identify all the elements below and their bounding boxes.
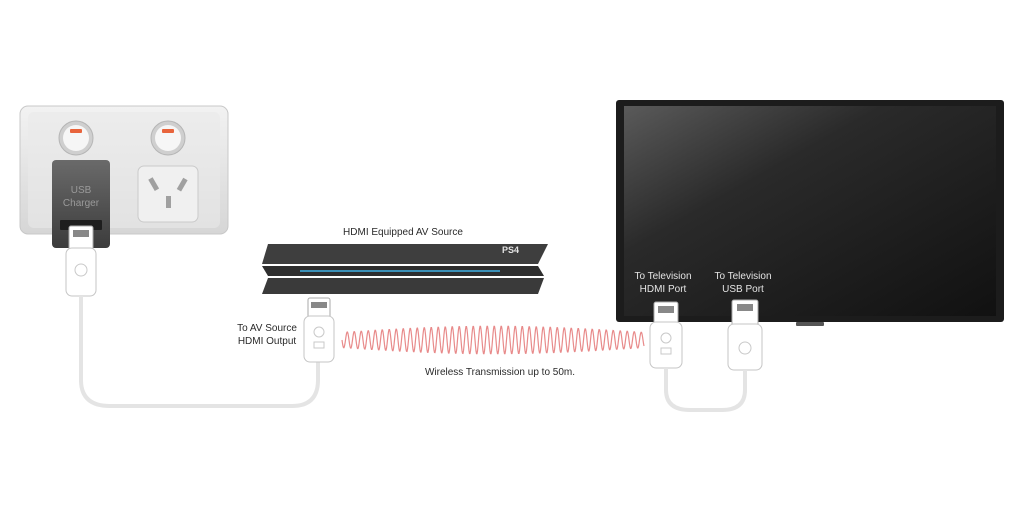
av-source-title: HDMI Equipped AV Source	[343, 227, 463, 238]
av-port-label: To AV Source HDMI Output	[230, 322, 304, 348]
tv-usb-dongle	[727, 299, 763, 371]
tv-usb-label: To Television USB Port	[706, 270, 780, 296]
charger-label-line2: Charger	[62, 198, 100, 209]
wireless-label: Wireless Transmission up to 50m.	[424, 367, 576, 378]
charger-usb-dongle	[65, 225, 97, 297]
tv-hdmi-label-line2: HDMI Port	[639, 284, 687, 295]
charger-label: USB Charger	[56, 184, 106, 210]
av-source-console	[262, 244, 548, 294]
charger-label-line1: USB	[70, 185, 92, 196]
tv-hdmi-label-line1: To Television	[634, 271, 692, 282]
charger-cable	[79, 296, 320, 408]
tv-hdmi-dongle	[649, 301, 683, 369]
television	[616, 100, 1004, 326]
tv-hdmi-label: To Television HDMI Port	[626, 270, 700, 296]
wireless-wave	[341, 325, 645, 355]
av-port-label-line1: To AV Source	[237, 323, 297, 334]
power-switch-left	[58, 120, 94, 156]
tv-dongle-cable	[664, 368, 747, 412]
power-switch-right	[150, 120, 186, 156]
tv-usb-label-line1: To Television	[714, 271, 772, 282]
tv-usb-label-line2: USB Port	[722, 284, 764, 295]
av-port-label-line2: HDMI Output	[237, 336, 297, 347]
av-hdmi-dongle	[303, 297, 335, 363]
wall-outlet	[19, 105, 229, 235]
power-socket	[137, 165, 199, 223]
console-badge: PS4	[502, 245, 520, 255]
